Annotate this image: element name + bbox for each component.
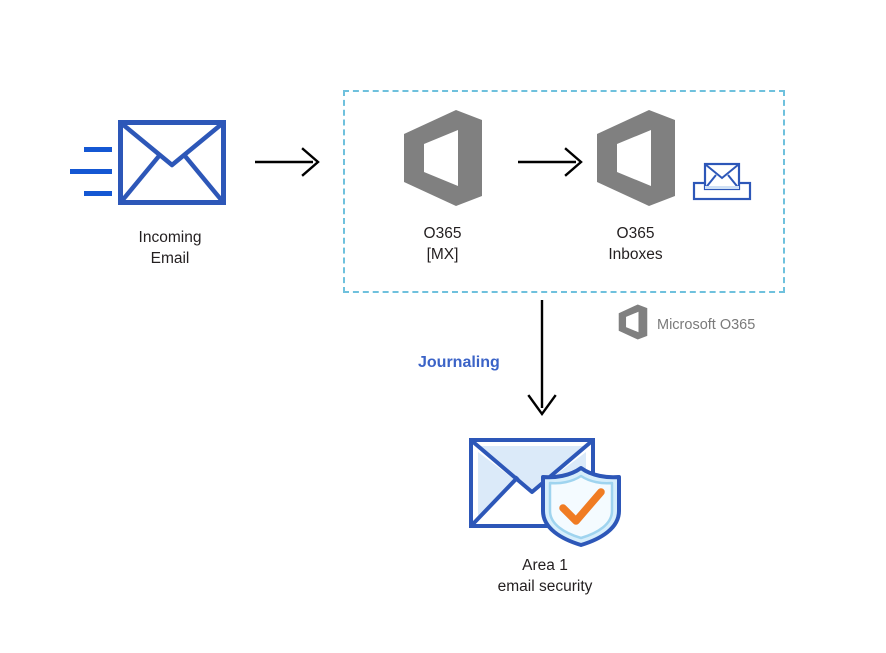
office365-icon — [402, 108, 484, 213]
envelope-shield-check-icon — [468, 432, 623, 552]
legend-item-microsoft-o365: Microsoft O365 — [618, 303, 755, 346]
area1-email-security-label: Area 1 email security — [497, 557, 593, 595]
office365-icon — [618, 303, 648, 346]
journaling-edge-label: Journaling — [418, 354, 500, 371]
incoming-email-label: Incoming Email — [138, 229, 202, 267]
incoming-email-node: Incoming Email — [70, 110, 270, 280]
speed-lines-icon — [70, 145, 112, 205]
o365-boundary-box — [343, 90, 785, 293]
envelope-icon — [118, 120, 226, 210]
arrow-down-icon — [525, 300, 559, 423]
o365-mx-node: O365 [MX] — [385, 108, 500, 273]
area1-email-security-node: Area 1 email security — [440, 432, 650, 602]
legend-label-microsoft-o365: Microsoft O365 — [657, 316, 756, 333]
arrow-right-icon — [518, 145, 584, 184]
arrow-right-icon — [255, 145, 321, 184]
office365-icon — [595, 108, 677, 213]
inbox-tray-icon — [692, 161, 752, 206]
o365-inboxes-node: O365 Inboxes — [578, 108, 693, 273]
o365-inboxes-label: O365 Inboxes — [608, 225, 663, 263]
o365-mx-label: O365 [MX] — [423, 225, 462, 263]
